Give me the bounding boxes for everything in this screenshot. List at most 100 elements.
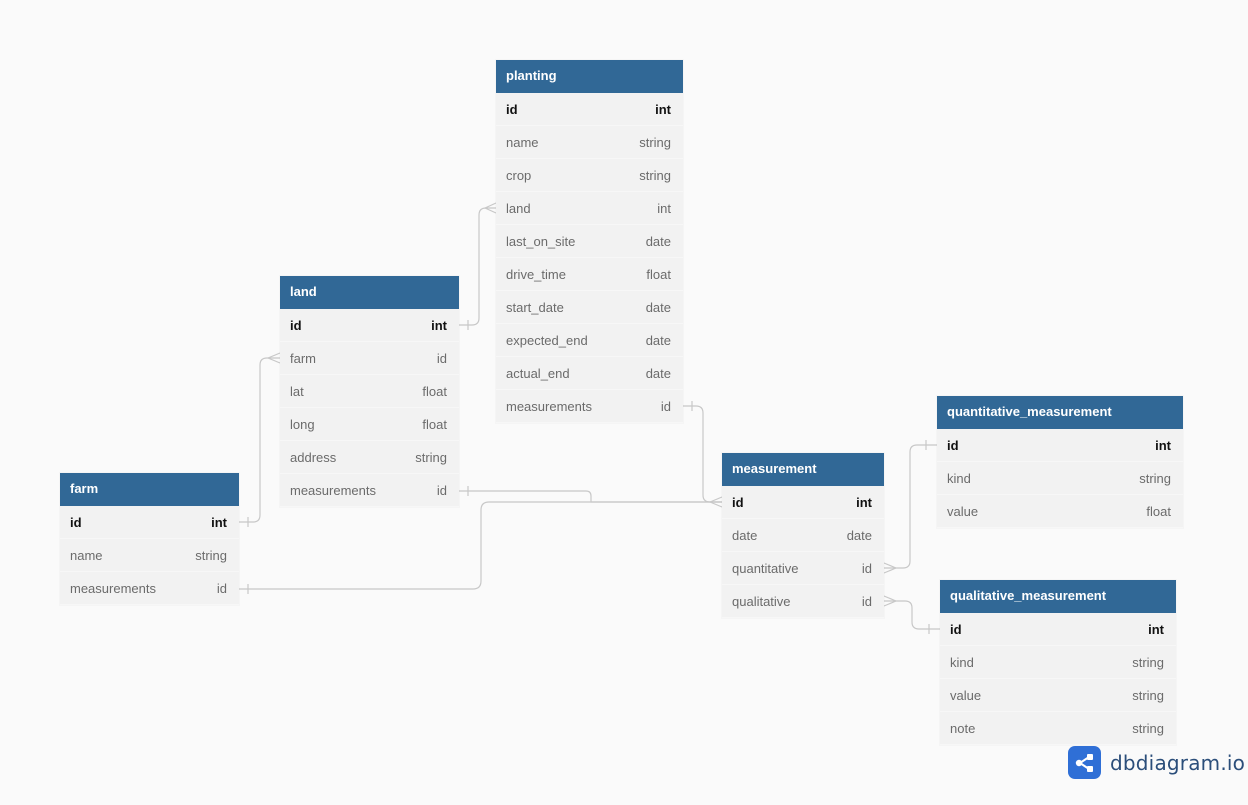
column-row[interactable]: address string — [280, 441, 459, 474]
connector-planting-measurement[interactable] — [683, 405, 722, 503]
column-name: lat — [290, 383, 304, 399]
connector-quantitative-measurement[interactable] — [884, 444, 937, 569]
column-name: id — [950, 621, 962, 637]
connector-qualitative-measurement[interactable] — [884, 600, 940, 630]
column-row[interactable]: id int — [280, 309, 459, 342]
column-name: qualitative — [732, 593, 791, 609]
column-type: int — [856, 494, 872, 510]
column-type: int — [1148, 621, 1164, 637]
column-row[interactable]: date date — [722, 519, 884, 552]
dbdiagram-logo[interactable]: dbdiagram.io — [1068, 746, 1245, 779]
column-row[interactable]: measurements id — [496, 390, 683, 423]
column-type: int — [431, 317, 447, 333]
column-name: id — [506, 101, 518, 117]
column-type: string — [415, 449, 447, 465]
connector-farm-measurement[interactable] — [239, 501, 722, 590]
column-type: float — [1146, 503, 1171, 519]
column-type: int — [211, 514, 227, 530]
column-type: float — [422, 383, 447, 399]
column-row[interactable]: last_on_site date — [496, 225, 683, 258]
column-name: farm — [290, 350, 316, 366]
column-name: address — [290, 449, 337, 465]
column-name: crop — [506, 167, 532, 183]
column-type: date — [645, 332, 671, 348]
column-name: value — [947, 503, 979, 519]
many-marker — [267, 352, 281, 364]
column-type: string — [1132, 654, 1164, 670]
table-title[interactable]: measurement — [722, 453, 884, 486]
table-title[interactable]: qualitative_measurement — [940, 580, 1176, 613]
column-row[interactable]: farm id — [280, 342, 459, 375]
column-name: kind — [950, 654, 974, 670]
column-row[interactable]: kind string — [940, 646, 1176, 679]
logo-text: dbdiagram.io — [1110, 750, 1246, 775]
column-name: start_date — [506, 299, 564, 315]
column-row[interactable]: id int — [940, 613, 1176, 646]
column-row[interactable]: value float — [937, 495, 1183, 528]
column-name: date — [732, 527, 758, 543]
column-name: measurements — [70, 580, 156, 596]
column-name: note — [950, 720, 976, 736]
many-marker — [484, 202, 497, 214]
column-name: actual_end — [506, 365, 570, 381]
column-type: id — [660, 398, 671, 414]
table-title[interactable]: quantitative_measurement — [937, 396, 1183, 429]
column-name: last_on_site — [506, 233, 576, 249]
column-type: int — [657, 200, 671, 216]
column-type: string — [1132, 687, 1164, 703]
column-name: id — [947, 437, 959, 453]
column-type: id — [436, 350, 447, 366]
column-row[interactable]: actual_end date — [496, 357, 683, 390]
column-name: name — [506, 134, 539, 150]
connector-farm-land[interactable] — [239, 357, 280, 523]
column-name: land — [506, 200, 531, 216]
column-name: name — [70, 547, 103, 563]
column-type: string — [1139, 470, 1171, 486]
column-row[interactable]: crop string — [496, 159, 683, 192]
column-type: date — [846, 527, 872, 543]
column-type: float — [646, 266, 671, 282]
table-title[interactable]: farm — [60, 473, 239, 506]
table-title[interactable]: planting — [496, 60, 683, 93]
column-name: long — [290, 416, 315, 432]
connector-land-measurement[interactable] — [459, 490, 722, 503]
column-type: id — [861, 560, 872, 576]
column-name: id — [290, 317, 302, 333]
column-row[interactable]: land int — [496, 192, 683, 225]
connector-land-planting[interactable] — [459, 207, 496, 326]
column-type: id — [216, 580, 227, 596]
column-type: string — [639, 167, 671, 183]
column-name: measurements — [506, 398, 592, 414]
column-type: date — [645, 365, 671, 381]
column-row[interactable]: measurements id — [60, 572, 239, 605]
many-marker — [709, 496, 723, 508]
many-marker — [883, 595, 897, 607]
share-nodes-icon — [1068, 746, 1101, 779]
table-title[interactable]: land — [280, 276, 459, 309]
column-type: date — [645, 233, 671, 249]
column-row[interactable]: lat float — [280, 375, 459, 408]
